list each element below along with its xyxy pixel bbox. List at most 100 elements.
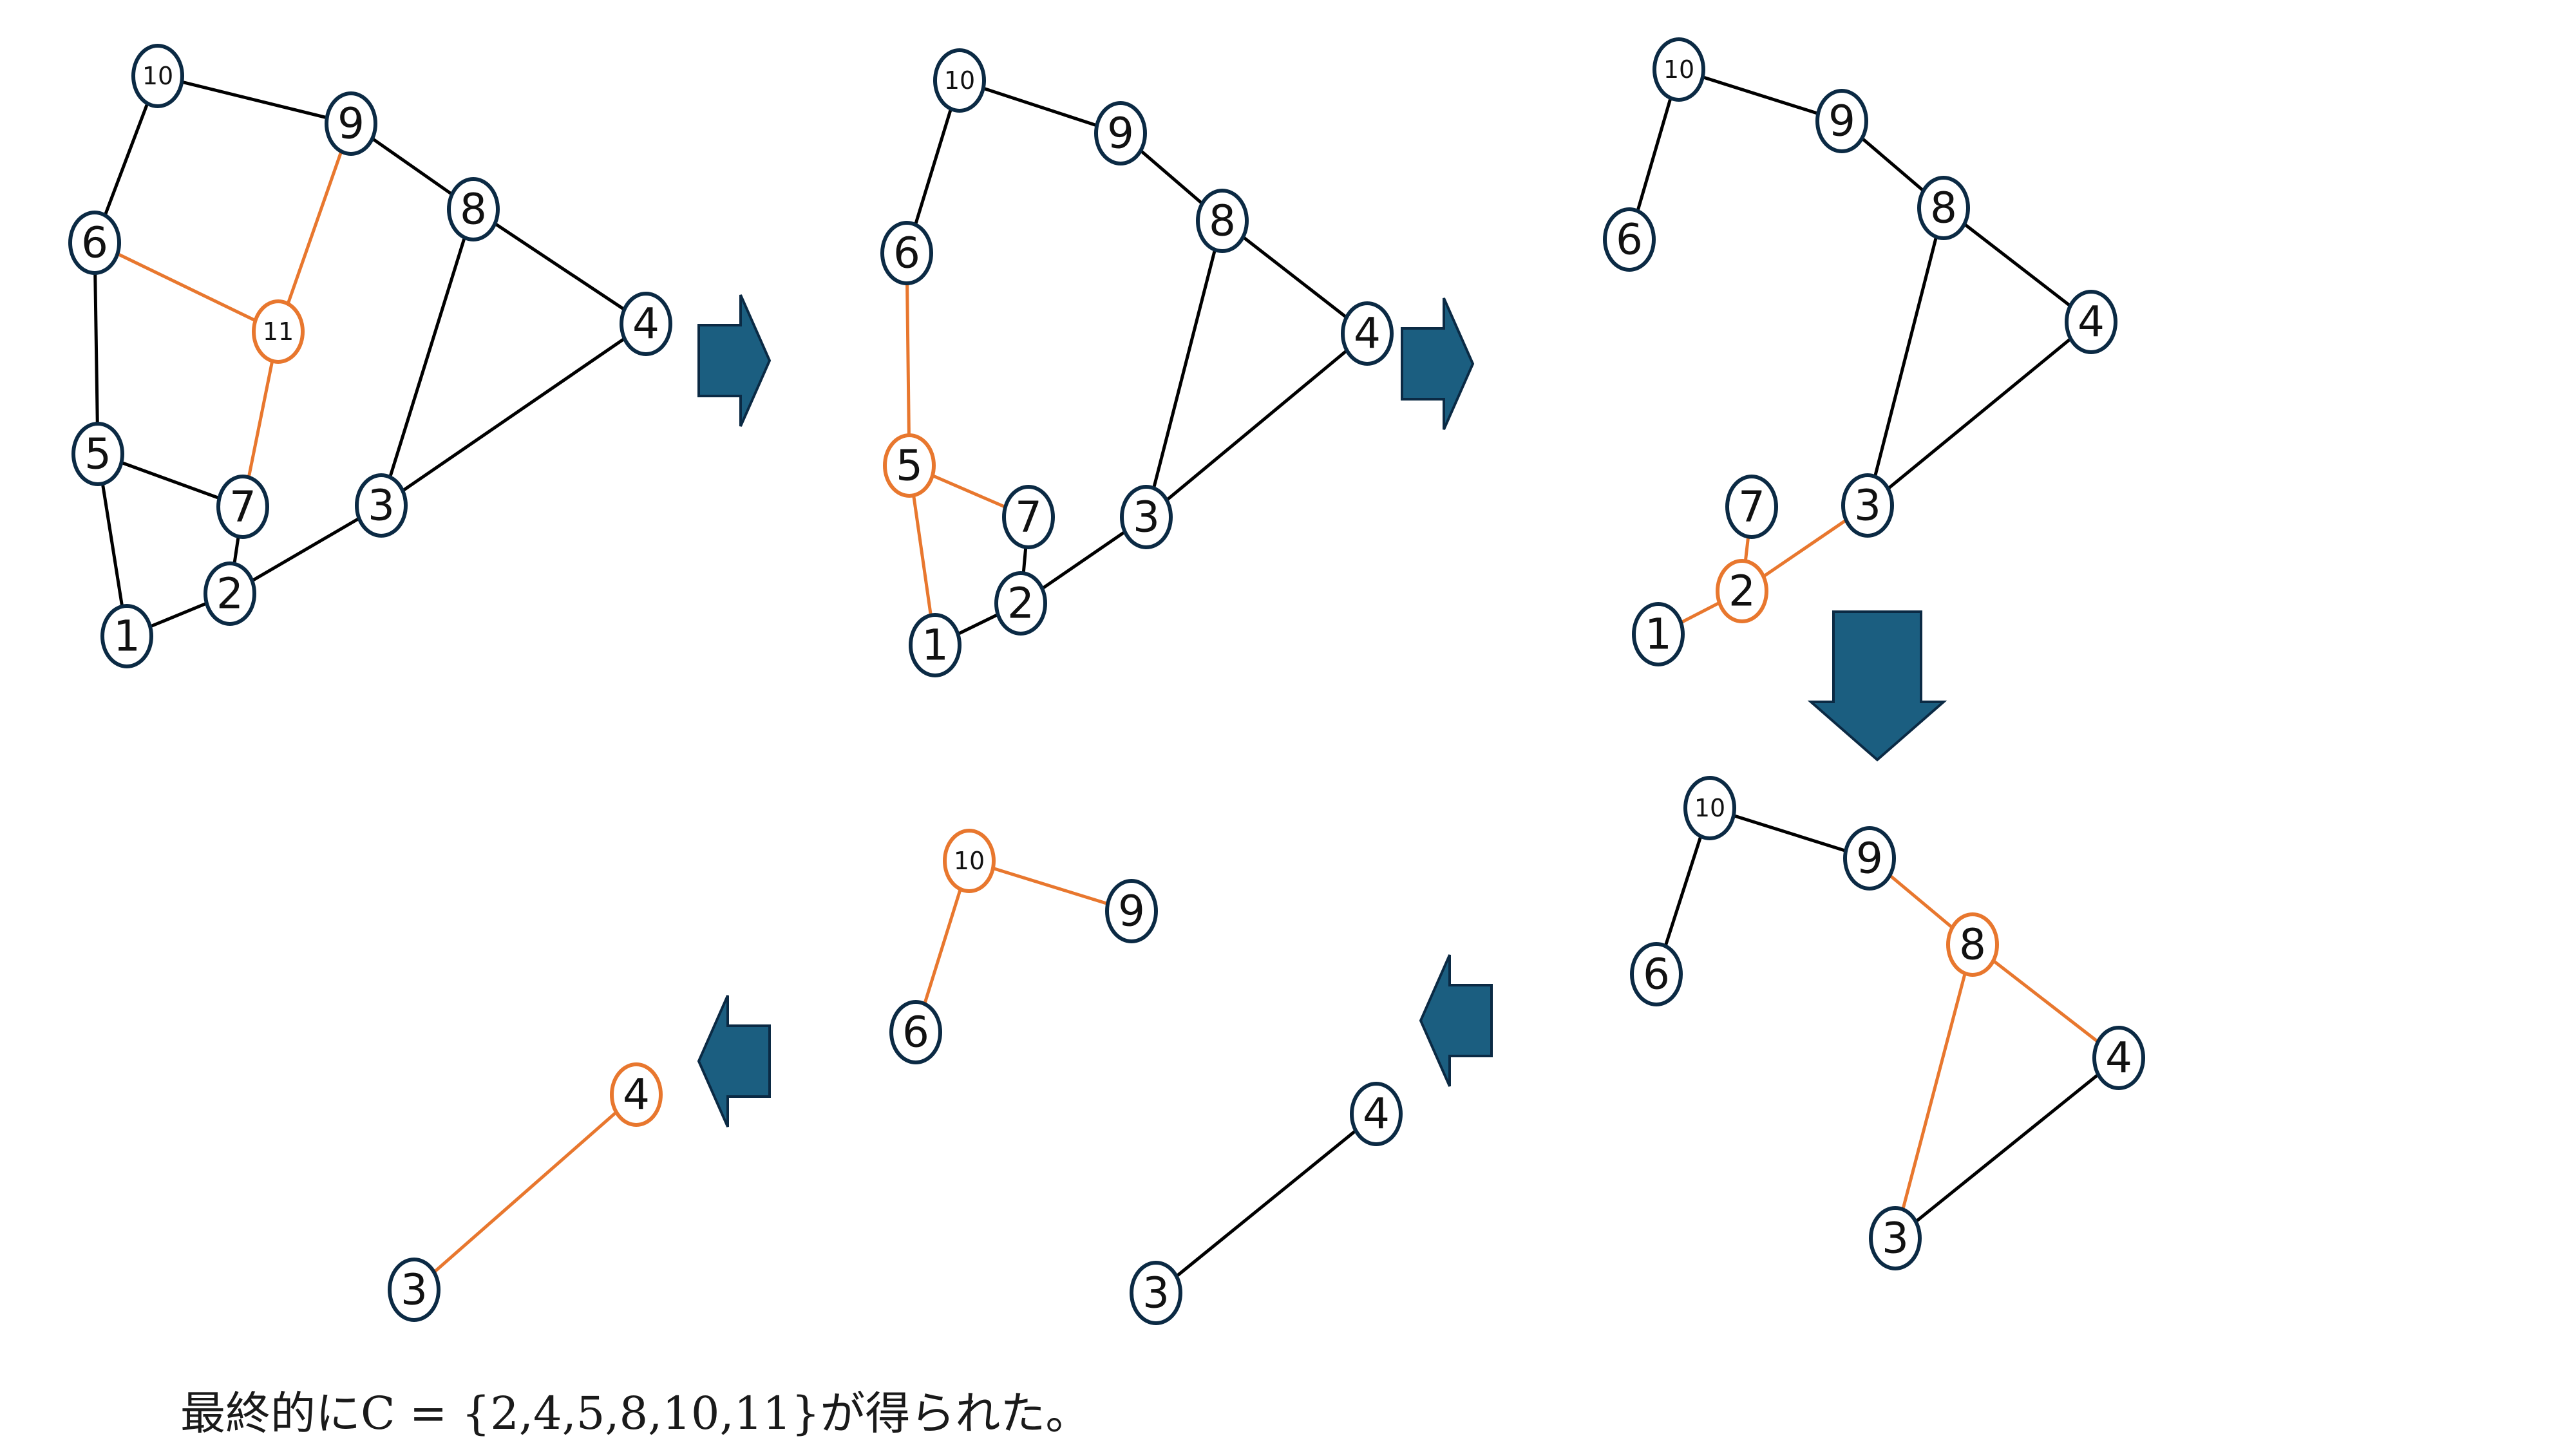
node-label: 7 xyxy=(229,482,256,532)
node-label: 10 xyxy=(954,847,985,875)
node-circle xyxy=(1632,602,1685,666)
edge-10-9 xyxy=(1678,68,1842,123)
node-circle xyxy=(100,604,153,668)
node-label: 1 xyxy=(113,612,140,661)
node-label: 9 xyxy=(1118,887,1145,936)
node-9: 9 xyxy=(1843,826,1896,891)
edge-8-4 xyxy=(1971,943,2120,1059)
node-circle xyxy=(933,48,986,113)
node-2: 2 xyxy=(994,571,1047,636)
step-arrow-left-icon xyxy=(697,995,771,1127)
node-circle xyxy=(1002,485,1055,549)
node-label: 8 xyxy=(1959,920,1986,970)
node-circle xyxy=(610,1062,663,1127)
node-label: 2 xyxy=(1007,579,1034,628)
node-circle xyxy=(71,422,124,486)
node-4: 4 xyxy=(1350,1082,1403,1146)
node-label: 7 xyxy=(1738,482,1765,532)
edge-3-4 xyxy=(1155,1113,1378,1294)
node-5: 5 xyxy=(71,422,124,486)
node-circle xyxy=(447,177,500,241)
node-circle xyxy=(1196,189,1249,253)
node-circle xyxy=(1917,176,1970,240)
node-circle xyxy=(2065,290,2117,354)
edge-10-9 xyxy=(969,859,1132,913)
node-label: 3 xyxy=(368,481,395,531)
node-6: 6 xyxy=(1630,942,1683,1006)
node-2: 2 xyxy=(1716,559,1768,623)
node-circle xyxy=(1843,826,1896,891)
edge-6-11 xyxy=(93,241,279,334)
edge-2-3 xyxy=(229,504,383,596)
node-7: 7 xyxy=(1002,485,1055,549)
node-circle xyxy=(994,571,1047,636)
node-4: 4 xyxy=(2065,290,2117,354)
node-label: 4 xyxy=(623,1070,650,1120)
edge-3-4 xyxy=(413,1093,638,1291)
node-label: 4 xyxy=(1354,309,1381,359)
node-circle xyxy=(2092,1026,2145,1090)
node-circle xyxy=(216,475,269,539)
edge-8-3 xyxy=(1144,220,1224,518)
edge-8-3 xyxy=(1893,944,1975,1239)
node-label: 3 xyxy=(1133,493,1160,542)
node-circle xyxy=(1653,37,1705,102)
node-circle xyxy=(883,433,936,498)
node-label: 7 xyxy=(1015,493,1042,542)
node-circle xyxy=(325,91,377,156)
node-label: 3 xyxy=(1854,481,1881,531)
edge-6-5 xyxy=(905,252,911,466)
node-4: 4 xyxy=(2092,1026,2145,1090)
node-10: 10 xyxy=(131,44,184,108)
node-label: 6 xyxy=(81,218,108,268)
node-3: 3 xyxy=(355,473,408,538)
node-circle xyxy=(1120,485,1173,549)
node-circle xyxy=(1683,776,1736,840)
node-8: 8 xyxy=(1917,176,1970,240)
node-label: 10 xyxy=(142,62,173,90)
node-label: 3 xyxy=(1882,1214,1909,1263)
node-9: 9 xyxy=(1105,879,1158,943)
node-9: 9 xyxy=(1815,89,1868,153)
node-9: 9 xyxy=(325,91,377,156)
edge-9-11 xyxy=(276,123,353,332)
node-circle xyxy=(68,211,121,275)
node-label: 1 xyxy=(1645,610,1672,659)
node-circle xyxy=(943,829,996,893)
node-circle xyxy=(131,44,184,108)
result-caption: 最終的にC = {2,4,5,8,10,11}が得られた。 xyxy=(180,1387,1091,1440)
node-3: 3 xyxy=(1120,485,1173,549)
node-label: 9 xyxy=(1828,97,1855,146)
node-circle xyxy=(909,613,961,677)
node-3: 3 xyxy=(1130,1261,1182,1325)
edge-10-9 xyxy=(959,79,1121,135)
node-1: 1 xyxy=(1632,602,1685,666)
step-arrow-down-icon xyxy=(1807,610,1947,762)
node-circle xyxy=(1094,101,1147,165)
node-label: 10 xyxy=(944,66,975,95)
node-circle xyxy=(204,561,256,626)
node-2: 2 xyxy=(204,561,256,626)
node-9: 9 xyxy=(1094,101,1147,165)
node-circle xyxy=(1869,1206,1922,1270)
edge-3-4 xyxy=(1894,1057,2120,1240)
node-circle xyxy=(1946,912,1999,977)
node-circle xyxy=(1603,207,1656,272)
edge-8-4 xyxy=(472,207,647,326)
edge-8-4 xyxy=(1221,220,1368,335)
node-3: 3 xyxy=(1841,473,1894,538)
node-label: 3 xyxy=(401,1265,428,1315)
node-circle xyxy=(355,473,408,538)
node-label: 8 xyxy=(460,185,487,234)
edge-6-5 xyxy=(93,242,100,455)
node-3: 3 xyxy=(388,1258,440,1322)
node-label: 4 xyxy=(632,299,659,349)
edge-10-9 xyxy=(1709,806,1870,860)
edge-10-9 xyxy=(157,74,352,126)
node-label: 3 xyxy=(1142,1268,1170,1318)
